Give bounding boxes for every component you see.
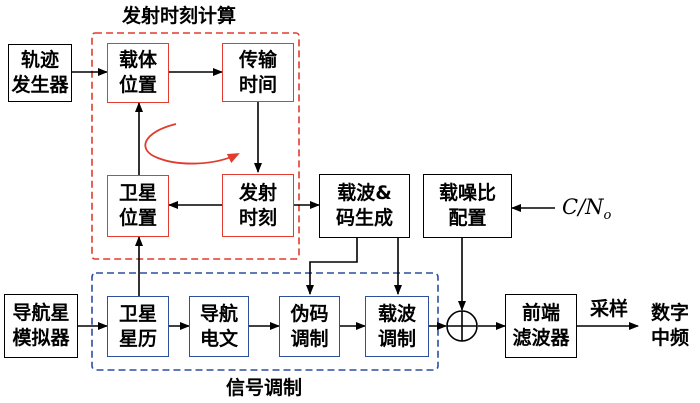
trajectory-generator-block: 轨迹 发生器 [8,44,72,102]
trajectory-generator-label: 轨迹 发生器 [11,49,69,96]
carrier-modulation-block: 载波 调制 [365,296,429,357]
ephemeris-label: 卫星 星历 [118,302,157,350]
prn-modulation-block: 伪码 调制 [279,296,340,357]
nav-message-block: 导航 电文 [189,296,249,357]
timing-group-title: 发射时刻计算 [122,5,237,27]
transit-time-block: 传输 时间 [222,43,294,102]
satellite-position-block: 卫星 位置 [107,175,169,237]
timing-group-frame [91,32,300,260]
prn-modulation-label: 伪码 调制 [290,302,329,350]
cn0-main-text: C/N [562,195,604,219]
digital-if-output-label: 数字 中频 [650,302,689,349]
cnr-config-label: 载噪比 配置 [438,182,496,229]
tx-time-block: 发射 时刻 [222,174,294,237]
carrier-position-label: 载体 位置 [118,49,157,96]
ephemeris-block: 卫星 星历 [107,296,169,357]
tx-time-label: 发射 时刻 [238,181,277,229]
carrier-code-gen-block: 载波& 码生成 [319,174,410,238]
transit-time-label: 传输 时间 [238,48,277,96]
carrier-code-gen-label: 载波& 码生成 [335,182,393,229]
nav-simulator-block: 导航星 模拟器 [4,294,78,358]
arrow-carrier-code-to-prn-mod [306,238,358,295]
carrier-modulation-label: 载波 调制 [377,302,416,350]
summing-junction [446,310,478,342]
cn0-subscript: o [603,208,612,224]
sampling-label: 采样 [590,298,629,320]
cn0-input-label: C/No [562,195,611,223]
frontend-filter-label: 前端 滤波器 [512,302,570,349]
loop-arrow [144,123,240,165]
nav-simulator-label: 导航星 模拟器 [12,302,70,349]
cnr-config-block: 载噪比 配置 [423,174,512,238]
modulation-group-frame [91,272,439,371]
frontend-filter-block: 前端 滤波器 [505,294,577,358]
nav-message-label: 导航 电文 [199,302,238,350]
satellite-position-label: 卫星 位置 [118,182,157,229]
carrier-position-block: 载体 位置 [107,43,169,103]
modulation-group-title: 信号调制 [226,377,303,399]
